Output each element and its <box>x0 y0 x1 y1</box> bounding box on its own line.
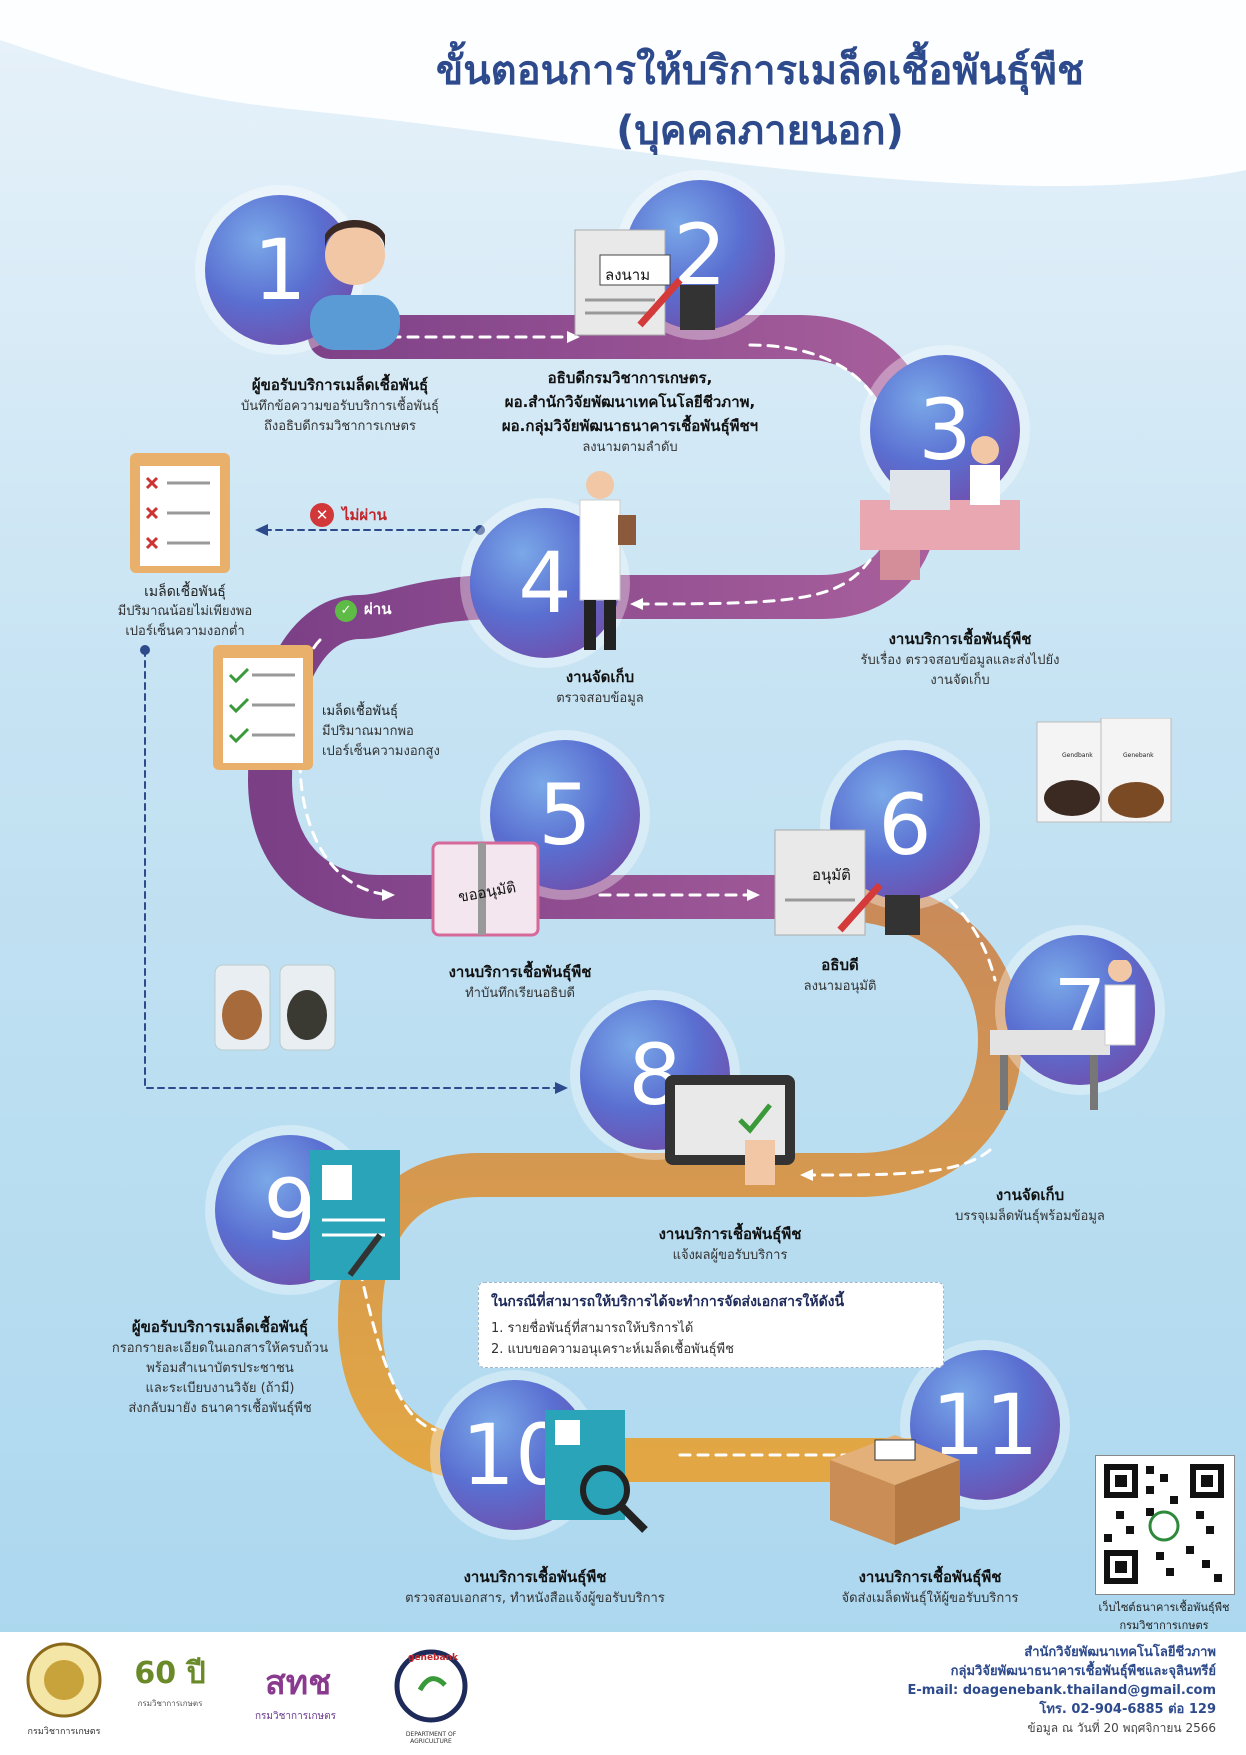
seed-bag-label-1: Gendbank <box>1062 752 1093 759</box>
step-7-title: งานจัดเก็บ <box>995 1186 1065 1204</box>
step-3-desc-1: รับเรื่อง ตรวจสอบข้อมูลและส่งไปยัง <box>860 653 1060 668</box>
footer-org-2: กลุ่มวิจัยพัฒนาธนาคารเชื้อพันธุ์พืชและจุ… <box>950 1664 1216 1679</box>
stc-logo-sub: กรมวิชาการเกษตร <box>255 1711 337 1722</box>
step-3-title: งานบริการเชื้อพันธุ์พืช <box>888 630 1032 648</box>
anniversary-logo: 60 ปี กรมวิชาการเกษตร <box>130 1650 210 1730</box>
step-11-title: งานบริการเชื้อพันธุ์พืช <box>858 1568 1002 1586</box>
pass-desc-1: มีปริมาณมากพอ <box>322 724 414 739</box>
stc-logo-text: สทช <box>265 1663 332 1703</box>
footer-date: ข้อมูล ณ วันที่ 20 พฤศจิกายน 2566 <box>1027 1721 1216 1735</box>
anniversary-logo-text: 60 ปี <box>134 1656 206 1691</box>
footer-phone: โทร. 02-904-6885 ต่อ 129 <box>1039 1702 1216 1717</box>
note-item-2: 2. แบบขอความอนุเคราะห์เมล็ดเชื้อพันธุ์พื… <box>491 1342 734 1357</box>
step-3-desc-2: งานจัดเก็บ <box>930 673 990 688</box>
step-1-desc-2: ถึงอธิบดีกรมวิชาการเกษตร <box>264 419 416 434</box>
step-11-desc: จัดส่งเมล็ดพันธุ์ให้ผู้ขอรับบริการ <box>841 1591 1019 1606</box>
step-8-desc: แจ้งผลผู้ขอรับบริการ <box>672 1248 788 1263</box>
step-5-desc: ทำบันทึกเรียนอธิบดี <box>465 986 575 1001</box>
step-6-doc-label: อนุมัติ <box>812 866 851 884</box>
page-title: ขั้นตอนการให้บริการเมล็ดเชื้อพันธุ์พืช <box>435 48 1085 94</box>
notebook-icon <box>431 841 540 937</box>
doa-emblem-icon <box>26 1642 102 1718</box>
step-9-desc-4: ส่งกลับมายัง ธนาคารเชื้อพันธุ์พืช <box>128 1401 312 1416</box>
parcel-box-icon <box>830 1435 960 1545</box>
page-subtitle: (บุคคลภายนอก) <box>616 108 904 154</box>
qr-caption: เว็บไซต์ธนาคารเชื้อพันธุ์พืช กรมวิชาการเ… <box>1090 1598 1238 1634</box>
step-9-desc-2: พร้อมสำเนาบัตรประชาชน <box>146 1361 294 1376</box>
doa-logo-text: กรมวิชาการเกษตร <box>27 1727 101 1737</box>
qr-caption-2: กรมวิชาการเกษตร <box>1119 1619 1209 1632</box>
pass-checklist-icon <box>213 645 313 770</box>
fail-desc-2: เปอร์เซ็นความงอกต่ำ <box>125 624 245 639</box>
office-desk-icon <box>860 436 1020 580</box>
step-2-title-3: ผอ.กลุ่มวิจัยพัฒนาธนาคารเชื้อพันธุ์พืชฯ <box>501 417 759 435</box>
step-5-title: งานบริการเชื้อพันธุ์พืช <box>448 963 592 981</box>
qr-code[interactable] <box>1095 1455 1235 1595</box>
qr-caption-1: เว็บไซต์ธนาคารเชื้อพันธุ์พืช <box>1098 1601 1230 1614</box>
fail-label: ไม่ผ่าน <box>342 506 387 524</box>
step-10-title: งานบริการเชื้อพันธุ์พืช <box>463 1568 607 1586</box>
storage-worker-icon <box>990 960 1136 1110</box>
fail-x-icon: ✕ <box>310 503 334 527</box>
pass-check-icon: ✓ <box>335 600 357 622</box>
step-9-desc-1: กรอกรายละเอียดในเอกสารให้ครบถ้วน <box>111 1341 329 1356</box>
step-4-title: งานจัดเก็บ <box>565 668 635 686</box>
approve-document-icon <box>774 829 920 936</box>
fail-desc-1: มีปริมาณน้อยไม่เพียงพอ <box>117 604 253 619</box>
step-1-title: ผู้ขอรับบริการเมล็ดเชื้อพันธุ์ <box>251 376 429 394</box>
footer-org-1: สำนักวิจัยพัฒนาเทคโนโลยีชีวภาพ <box>1024 1645 1216 1660</box>
step-7-desc: บรรจุเมล็ดพันธุ์พร้อมข้อมูล <box>955 1209 1105 1224</box>
genebank-logo-text: genebank <box>408 1653 458 1663</box>
seed-bag-label-2: Genebank <box>1123 752 1154 759</box>
step-8-title: งานบริการเชื้อพันธุ์พืช <box>658 1225 802 1243</box>
qr-pattern-icon <box>1104 1464 1224 1584</box>
doa-logo: กรมวิชาการเกษตร <box>25 1640 103 1737</box>
genebank-logo-sub: DEPARTMENT OF AGRICULTURE <box>405 1731 457 1745</box>
fail-title: เมล็ดเชื้อพันธุ์ <box>144 584 226 600</box>
step-10-desc: ตรวจสอบเอกสาร, ทำหนังสือแจ้งผู้ขอรับบริก… <box>405 1591 665 1606</box>
stc-logo: สทช กรมวิชาการเกษตร <box>235 1655 355 1725</box>
genebank-logo: genebank DEPARTMENT OF AGRICULTURE <box>390 1645 472 1745</box>
note-box: ในกรณีที่สามารถให้บริการได้จะทำการจัดส่ง… <box>478 1282 944 1368</box>
step-9-title: ผู้ขอรับบริการเมล็ดเชื้อพันธุ์ <box>131 1318 309 1336</box>
genebank-emblem-icon <box>394 1649 468 1723</box>
footer-contact: สำนักวิจัยพัฒนาเทคโนโลยีชีวภาพ กลุ่มวิจั… <box>908 1643 1217 1738</box>
step-2-desc: ลงนามตามลำดับ <box>582 440 678 455</box>
step-4-desc: ตรวจสอบข้อมูล <box>556 691 644 706</box>
sign-document-icon <box>574 229 715 336</box>
step-2-title-2: ผอ.สำนักวิจัยพัฒนาเทคโนโลยีชีวภาพ, <box>504 393 756 411</box>
header-wave <box>0 0 1246 187</box>
step-2-title-1: อธิบดีกรมวิชาการเกษตร, <box>547 369 713 387</box>
footer-email[interactable]: E-mail: doagenebank.thailand@gmail.com <box>907 1683 1217 1698</box>
seed-bags-image <box>1036 718 1172 823</box>
note-heading: ในกรณีที่สามารถให้บริการได้จะทำการจัดส่ง… <box>491 1294 845 1310</box>
scientist-icon <box>579 471 636 650</box>
anniversary-logo-sub: กรมวิชาการเกษตร <box>137 1699 203 1708</box>
step-6-desc: ลงนามอนุมัติ <box>803 979 877 994</box>
seed-jars-image <box>214 964 336 1051</box>
footer <box>0 1632 1246 1755</box>
note-item-1: 1. รายชื่อพันธุ์ที่สามารถให้บริการได้ <box>491 1321 694 1336</box>
step-1-desc-1: บันทึกข้อความขอรับบริการเชื้อพันธุ์ <box>241 399 439 414</box>
person-icon <box>310 220 400 350</box>
step-9-desc-3: และระเบียบงานวิจัย (ถ้ามี) <box>145 1381 295 1396</box>
fail-checklist-icon <box>130 453 230 573</box>
tablet-icon <box>665 1075 795 1185</box>
pass-desc-2: เปอร์เซ็นความงอกสูง <box>322 744 440 759</box>
form-document-icon <box>310 1150 400 1280</box>
step-6-title: อธิบดี <box>821 956 859 974</box>
step-2-doc-label: ลงนาม <box>605 266 651 284</box>
document-search-icon <box>545 1410 648 1533</box>
pass-title: เมล็ดเชื้อพันธุ์ <box>322 704 398 719</box>
pass-label: ผ่าน <box>364 600 392 618</box>
